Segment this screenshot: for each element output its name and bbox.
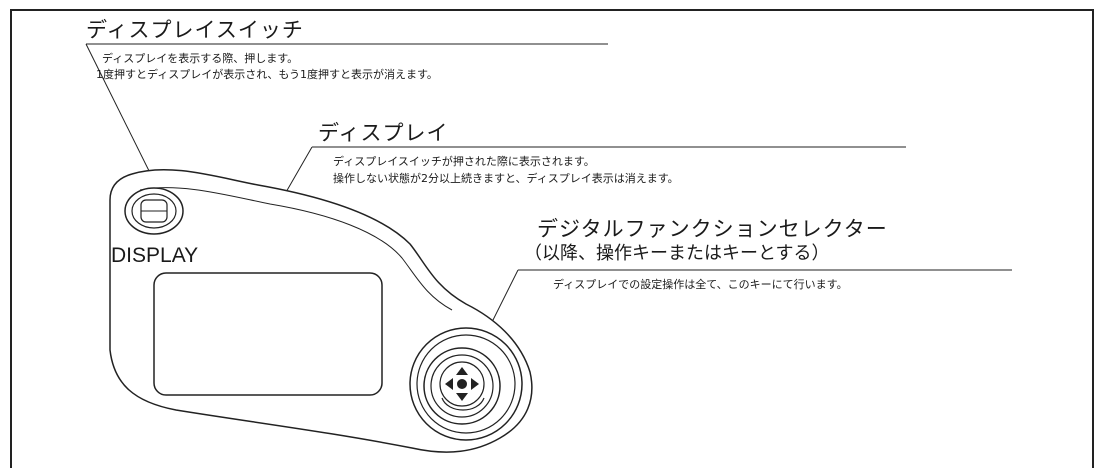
arrow-up-icon xyxy=(456,367,468,375)
selector-subtitle: （以降、操作キーまたはキーとする） xyxy=(524,243,830,264)
display-switch-desc-1: ディスプレイを表示する際、押します。 xyxy=(102,52,299,65)
display-switch-title: ディスプレイスイッチ xyxy=(86,18,304,42)
frame-top-border xyxy=(10,9,1094,11)
selector-center-dot xyxy=(457,379,467,389)
arrow-left-icon xyxy=(445,378,453,390)
arrow-right-icon xyxy=(471,378,479,390)
selector-desc-1: ディスプレイでの設定操作は全て、このキーにて行います。 xyxy=(553,278,848,291)
frame-left-border xyxy=(10,10,12,468)
display-switch-label: DISPLAY xyxy=(111,244,199,267)
device-inner-contour xyxy=(139,187,453,311)
selector-knob xyxy=(409,327,523,441)
display-desc-2: 操作しない状態が2分以上続きますと、ディスプレイ表示は消えます。 xyxy=(333,172,679,185)
display-switch-desc-2: 1度押すとディスプレイが表示され、もう1度押すと表示が消えます。 xyxy=(96,68,438,81)
display-desc-1: ディスプレイスイッチが押された際に表示されます。 xyxy=(333,155,595,168)
frame-right-border xyxy=(1092,10,1094,468)
arrow-down-icon xyxy=(456,393,468,401)
selector-title: デジタルファンクションセレクター xyxy=(537,217,888,241)
display-switch-leader xyxy=(85,43,161,194)
display-screen xyxy=(153,272,383,396)
display-switch-button xyxy=(124,187,184,235)
display-title: ディスプレイ xyxy=(318,121,449,145)
